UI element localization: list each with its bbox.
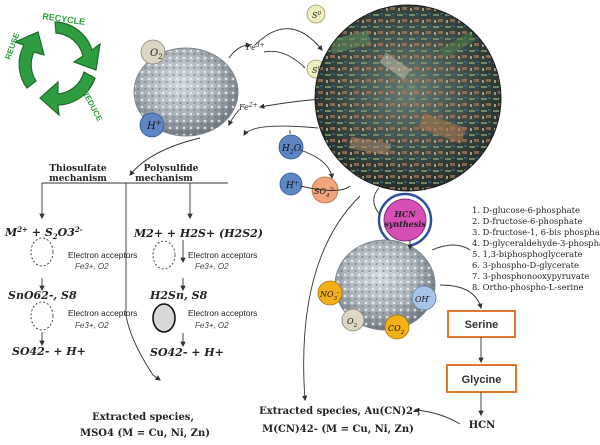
pathway-step: 2. D-fructose-6-phosphate (472, 216, 582, 226)
polysulfide-mechanism: Polysulfide mechanism M2+ + H2S+ (H2S2) … (133, 164, 263, 359)
poly-acceptor-species-2: Fe3+, O2 (195, 321, 229, 330)
pathway-list: 1. D-glucose-6-phosphate 2. D-fructose-6… (472, 205, 600, 292)
pathway-step: 7. 3-phosphonooxypyruvate (472, 271, 589, 281)
hcn-synthesis-node: HCN synthesis (377, 192, 433, 248)
bacterium-icon (30, 237, 54, 267)
pathway-step: 3. D-fructose-1, 6-bis phosphate (472, 227, 600, 237)
recycle-logo: RECYCLE REDUCE REUSE (3, 11, 104, 123)
glycine-box: Glycine (446, 364, 517, 393)
svg-text:NO3-: NO3- (319, 290, 339, 302)
extracted-left-line1: Extracted species, (92, 412, 194, 423)
fe2-label: Fe2+ (238, 102, 258, 112)
serine-box: Serine (447, 310, 516, 338)
thiosulfate-title-2: mechanism (49, 174, 107, 184)
svg-text:O2: O2 (150, 48, 163, 61)
microbial-cell-left (133, 47, 239, 137)
polysulfide-title-1: Polysulfide (144, 164, 199, 174)
svg-text:H+: H+ (146, 119, 162, 132)
pathway-step: 6. 3-phospho-D-glycerate (472, 260, 579, 270)
poly-acceptor-species-1: Fe3+, O2 (195, 262, 229, 271)
svg-text:SO42-: SO42- (314, 187, 335, 199)
svg-text:H+: H+ (285, 180, 299, 191)
thiosulfate-title-1: Thiosulfate (49, 164, 107, 174)
pathway-step: 5. 1,3-biphosphoglycerate (472, 249, 583, 259)
thio-eq3: SO42- + H+ (12, 345, 86, 358)
svg-text:S0: S0 (312, 11, 321, 20)
thio-acceptor-species-1: Fe3+, O2 (75, 262, 109, 271)
hplus-bubble-right: H+ (279, 172, 303, 196)
poly-eq2: H2Sn, S8 (149, 289, 208, 302)
hplus-bubble-left: H+ (139, 112, 165, 138)
microbial-cell-bottom (334, 239, 436, 331)
no3-bubble: NO3- (317, 280, 343, 306)
bacterium-icon (152, 240, 176, 270)
poly-acceptor-label-1: Electron acceptors (188, 250, 257, 260)
svg-text:Glycine: Glycine (462, 374, 502, 386)
oh-bubble: OH- (411, 285, 437, 311)
so4-bubble: SO42- (311, 176, 339, 204)
svg-text:OH-: OH- (415, 294, 431, 304)
poly-eq3: SO42- + H+ (150, 346, 224, 359)
s0-bubble-top: S0 (306, 4, 326, 24)
reduce-word: REDUCE (80, 89, 104, 124)
bacterium-icon-filled (152, 303, 176, 333)
thio-acceptor-label-2: Electron acceptors (68, 308, 137, 318)
fe3-label: Fe3+ (245, 42, 265, 52)
h2o-bubble: H2O (278, 134, 304, 160)
pathway-step: 1. D-glucose-6-phosphate (472, 205, 580, 215)
thio-eq1: M2+ + S2O32- (4, 225, 83, 241)
reuse-word: REUSE (3, 31, 21, 61)
svg-text:H2O: H2O (281, 144, 302, 156)
o2-bubble-bottom: O2 (341, 308, 365, 332)
svg-text:CO2: CO2 (388, 324, 405, 336)
o2-bubble-left: O2 (140, 39, 166, 65)
poly-eq1: M2+ + H2S+ (H2S2) (133, 227, 263, 240)
extracted-left-line2: MSO4 (M = Cu, Ni, Zn) (80, 428, 210, 439)
hcn-label: HCN (469, 420, 496, 431)
svg-text:O2: O2 (347, 317, 358, 329)
thio-acceptor-label-1: Electron acceptors (68, 250, 137, 260)
svg-text:Serine: Serine (465, 319, 499, 331)
polysulfide-title-2: mechanism (135, 174, 193, 184)
pathway-step: 8. Ortho-phospho-L-serine (472, 282, 584, 292)
hcn-synthesis-line2: synthesis (384, 219, 426, 229)
co2-bubble: CO2 (384, 314, 410, 340)
bacterium-icon (30, 301, 54, 331)
extracted-right-line1: Extracted species, Au(CN)2-; (259, 406, 421, 417)
recycle-arrows-icon (13, 21, 101, 117)
poly-acceptor-label-2: Electron acceptors (188, 308, 257, 318)
thiosulfate-mechanism: Thiosulfate mechanism M2+ + S2O32- Elect… (4, 164, 137, 358)
thio-acceptor-species-2: Fe3+, O2 (75, 321, 109, 330)
pathway-step: 4. D-glyceraldehyde-3-phosphate (472, 238, 600, 248)
extracted-right-line2: M(CN)42- (M = Cu, Ni, Zn) (262, 424, 414, 435)
e-waste-photo (314, 4, 502, 192)
thio-eq2: SnO62-, S8 (8, 289, 77, 302)
hcn-synthesis-line1: HCN (393, 209, 416, 219)
